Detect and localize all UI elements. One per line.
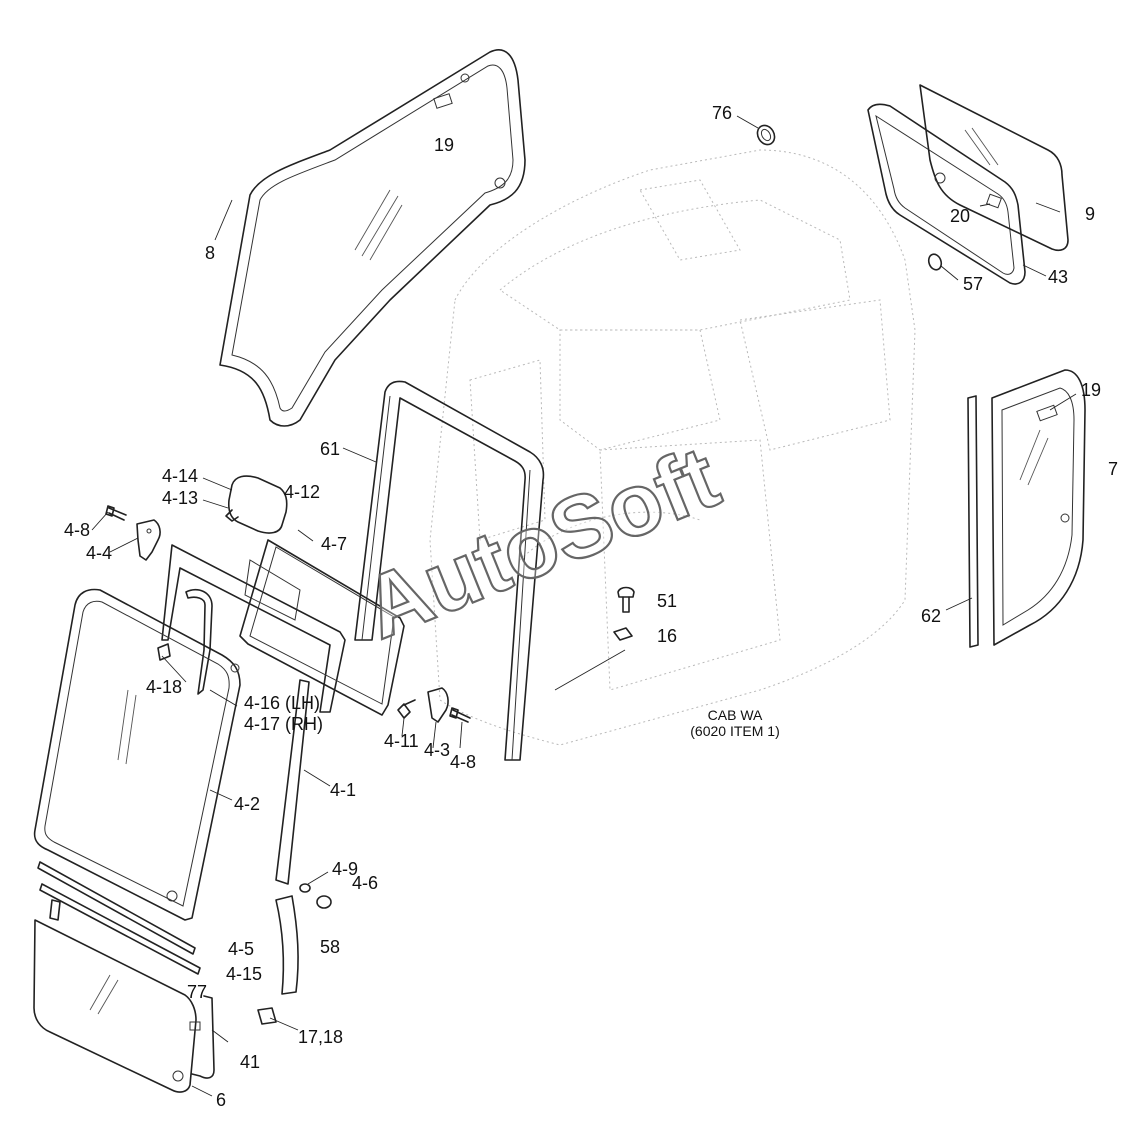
callout-4-11: 4-11 (384, 731, 419, 751)
hinge-4-3 (427, 687, 449, 723)
hinge-4-4 (136, 519, 161, 561)
door-seal-61 (354, 380, 545, 761)
lower-glass-6 (33, 919, 197, 1093)
callout-4-9: 4-9 (332, 859, 358, 879)
leader-lines (91, 115, 1077, 1097)
grommet-76 (756, 124, 776, 146)
callout-4-13: 4-13 (162, 488, 198, 508)
callout-7: 7 (1108, 459, 1118, 479)
washer-4-9 (299, 883, 311, 893)
rail-4-15 (39, 883, 201, 975)
callout-8: 8 (205, 243, 215, 263)
callout-76: 76 (712, 103, 732, 123)
callout-43: 43 (1048, 267, 1068, 287)
callout-4-8-right: 4-8 (450, 752, 476, 772)
clip-17-18 (257, 1007, 277, 1025)
callout-labels: 76 19 8 20 9 57 43 19 7 61 4-14 4-13 4-1… (64, 103, 1118, 1110)
callout-57: 57 (963, 274, 983, 294)
cab-body-ghost (429, 149, 916, 746)
callout-19-right: 19 (1081, 380, 1101, 400)
callout-4-14: 4-14 (162, 466, 198, 486)
callout-51: 51 (657, 591, 677, 611)
callout-19-top: 19 (434, 135, 454, 155)
bolt-4-8-right (449, 707, 471, 723)
seal-frame-43 (867, 103, 1026, 285)
callout-4-8-left: 4-8 (64, 520, 90, 540)
callout-4-18: 4-18 (146, 677, 182, 697)
callout-17-18: 17,18 (298, 1027, 343, 1047)
spacer-4-6 (316, 895, 332, 909)
callout-4-6: 4-6 (352, 873, 378, 893)
callout-4-7: 4-7 (321, 534, 347, 554)
callout-4-3: 4-3 (424, 740, 450, 760)
callout-9: 9 (1085, 204, 1095, 224)
rail-4-5 (37, 861, 196, 955)
bolt-4-11 (397, 699, 416, 719)
window-glass-8 (219, 49, 526, 427)
window-glass-9 (919, 84, 1069, 252)
door-glass-4-2 (33, 588, 241, 921)
callout-4-17-rh: 4-17 (RH) (244, 714, 323, 734)
lamp-4-12 (225, 475, 288, 534)
side-glass-7 (991, 369, 1086, 646)
callout-41: 41 (240, 1052, 260, 1072)
o-ring-57 (927, 253, 943, 271)
bolt-4-8-left (105, 505, 127, 521)
callout-4-2: 4-2 (234, 794, 260, 814)
clip-16 (613, 627, 633, 641)
callout-4-12: 4-12 (284, 482, 320, 502)
callout-4-4: 4-4 (86, 543, 112, 563)
callout-62: 62 (921, 606, 941, 626)
door-strip-4-1 (275, 679, 310, 885)
seal-41 (191, 995, 215, 1079)
callout-4-15: 4-15 (226, 964, 262, 984)
callout-6: 6 (216, 1090, 226, 1110)
callout-4-5: 4-5 (228, 939, 254, 959)
callout-4-16-lh: 4-16 (LH) (244, 693, 320, 713)
rod-4-16-4-17 (185, 588, 213, 695)
seal-77 (49, 899, 201, 1031)
callout-4-1: 4-1 (330, 780, 356, 800)
bolt-4-18 (157, 643, 171, 661)
seal-strip-62 (967, 395, 979, 648)
cab-note-line1: CAB WA (708, 707, 763, 723)
bolt-51 (617, 586, 635, 613)
callout-77: 77 (187, 982, 207, 1002)
callout-16: 16 (657, 626, 677, 646)
callout-61: 61 (320, 439, 340, 459)
callout-20: 20 (950, 206, 970, 226)
door-frame-4-7 (161, 539, 405, 716)
callout-58: 58 (320, 937, 340, 957)
seal-58 (275, 895, 299, 995)
cab-note-line2: (6020 ITEM 1) (690, 723, 779, 739)
